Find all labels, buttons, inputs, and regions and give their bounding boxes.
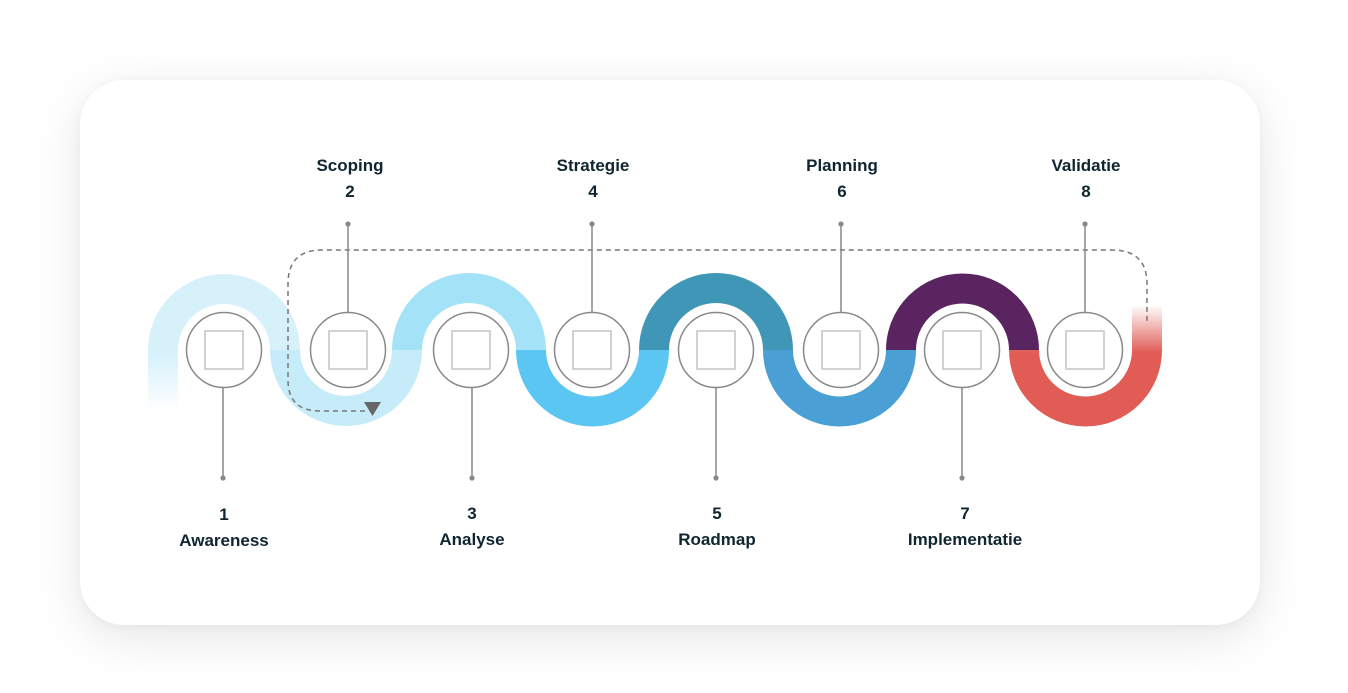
step-number: 3: [467, 504, 477, 523]
step-number: 8: [1081, 182, 1091, 201]
connector-dot-1: [220, 475, 226, 481]
step-name: Implementatie: [907, 530, 1023, 549]
step-node-7: [923, 311, 1001, 389]
step-name: Validatie: [1051, 156, 1121, 175]
step-name: Awareness: [179, 531, 269, 550]
step-number: 5: [712, 504, 722, 523]
connector-dot-7: [959, 475, 965, 481]
step-name: Analyse: [439, 530, 505, 549]
step-5-icon: [696, 330, 736, 370]
step-number: 6: [837, 182, 847, 201]
step-label-6: Planning 6: [762, 153, 922, 205]
path-segment-7: [886, 273, 1039, 351]
step-node-8: [1046, 311, 1124, 389]
step-7-icon: [942, 330, 982, 370]
step-name: Scoping: [316, 156, 384, 175]
connector-dot-6: [838, 221, 844, 227]
connector-dot-4: [589, 221, 595, 227]
step-8-icon: [1065, 330, 1105, 370]
path-segment-1: [148, 274, 300, 410]
connectors: [220, 221, 1088, 481]
step-label-2: Scoping 2: [270, 153, 430, 205]
step-nodes: [185, 311, 1124, 389]
step-node-1: [185, 311, 263, 389]
step-label-8: Validatie 8: [1006, 153, 1166, 205]
step-node-5: [677, 311, 755, 389]
connector-dot-3: [469, 475, 475, 481]
path-segment-5: [639, 273, 793, 351]
step-4-icon: [572, 330, 612, 370]
step-name: Planning: [806, 156, 878, 175]
connector-dot-2: [345, 221, 351, 227]
step-name: Strategie: [556, 156, 630, 175]
path-segment-8: [1009, 305, 1162, 427]
loop-arrow-icon: [364, 402, 381, 416]
connector-dot-8: [1082, 221, 1088, 227]
step-number: 7: [960, 504, 970, 523]
step-label-4: Strategie 4: [513, 153, 673, 205]
path-segment-4: [516, 349, 669, 427]
step-1-icon: [204, 330, 244, 370]
step-number: 4: [588, 182, 598, 201]
connector-dot-5: [713, 475, 719, 481]
step-number: 2: [345, 182, 355, 201]
step-number: 1: [219, 505, 229, 524]
step-name: Roadmap: [678, 530, 756, 549]
path-segment-3: [392, 273, 546, 351]
step-6-icon: [821, 330, 861, 370]
step-3-icon: [451, 330, 491, 370]
step-label-3: 3 Analyse: [392, 501, 552, 553]
step-label-1: 1 Awareness: [144, 502, 304, 554]
step-node-3: [432, 311, 510, 389]
step-node-2: [309, 311, 387, 389]
step-node-4: [553, 311, 631, 389]
step-label-7: 7 Implementatie: [885, 501, 1045, 553]
step-2-icon: [328, 330, 368, 370]
step-label-5: 5 Roadmap: [637, 501, 797, 553]
dashed-loop: [287, 249, 1148, 412]
step-node-6: [802, 311, 880, 389]
path-segment-6: [763, 349, 916, 427]
